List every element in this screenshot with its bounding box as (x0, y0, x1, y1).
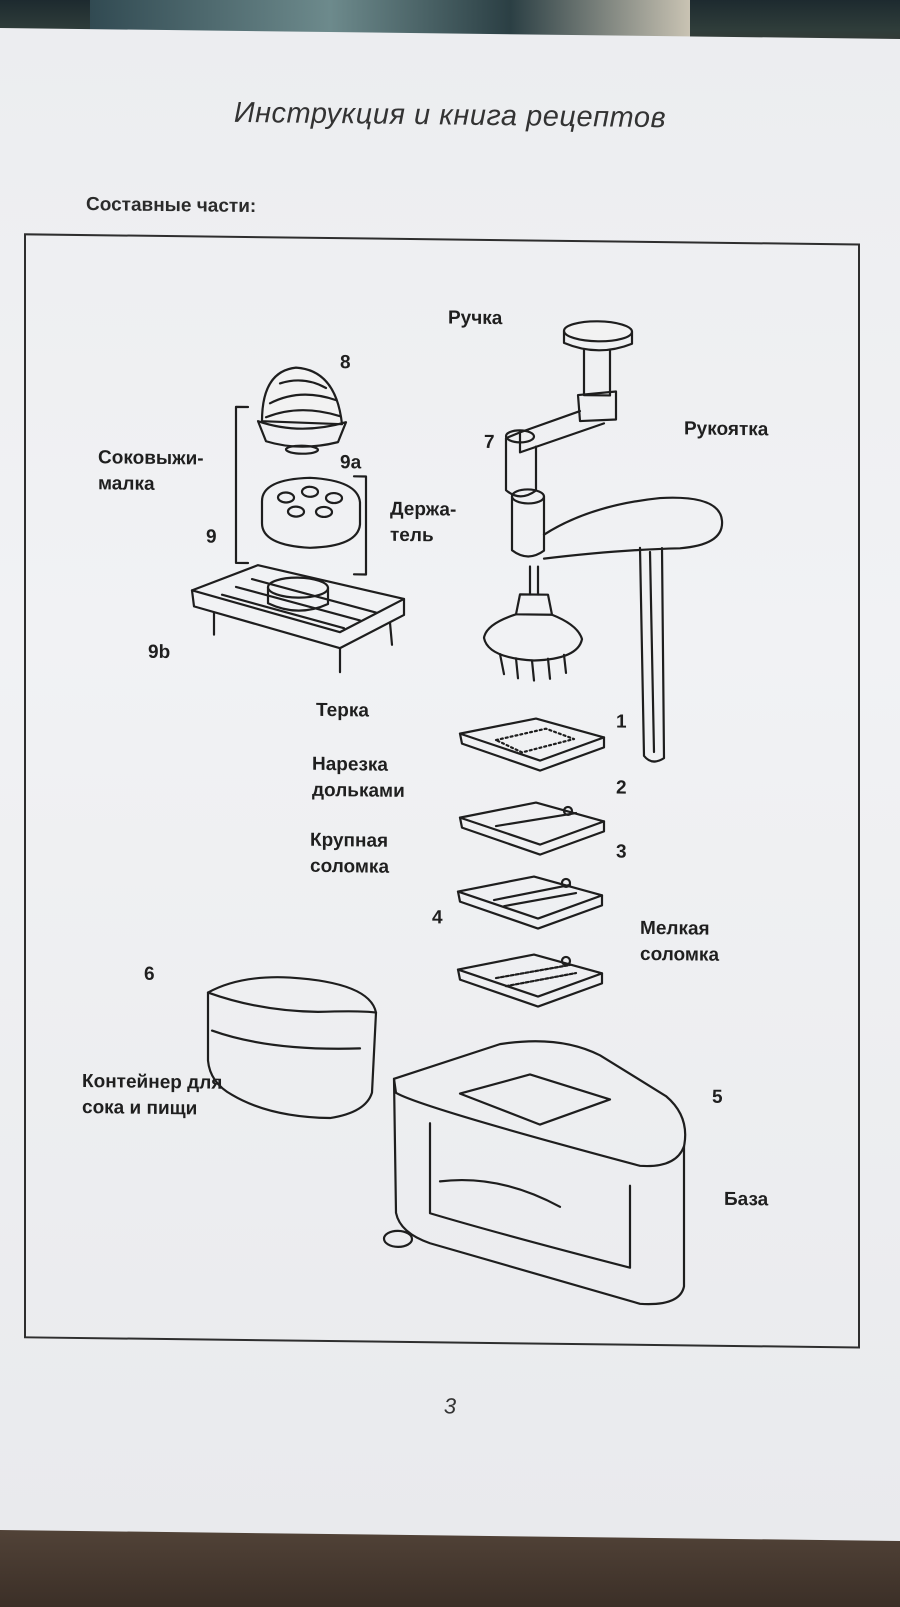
number-8: 8 (340, 352, 351, 374)
number-5: 5 (712, 1086, 723, 1108)
coarse-julienne-blade-drawing (458, 876, 602, 930)
manual-page: Инструкция и книга рецептов Составные ча… (0, 28, 900, 1541)
label-fine-julienne: Мелкая соломка (640, 917, 720, 966)
label-slices: Нарезка дольками (312, 753, 405, 802)
fine-julienne-blade-drawing (458, 954, 602, 1008)
holder-drawing (262, 477, 360, 548)
slicing-blade-drawing (460, 802, 604, 856)
label-base: База (724, 1188, 769, 1211)
label-container: Контейнер для сока и пищи (82, 1071, 223, 1120)
label-holder: Держа- тель (390, 498, 457, 547)
grater-blade-drawing (460, 718, 604, 772)
tray-drawing (192, 564, 404, 673)
number-4: 4 (432, 907, 443, 929)
number-3: 3 (616, 841, 627, 863)
container-drawing (208, 976, 376, 1118)
number-9b: 9b (148, 641, 171, 664)
pusher-drawing (484, 566, 582, 681)
label-grater: Терка (316, 699, 369, 722)
label-juicer: Соковыжи- малка (98, 447, 204, 495)
number-2: 2 (616, 777, 627, 799)
number-7: 7 (484, 431, 495, 454)
parts-illustration (0, 28, 900, 1539)
label-coarse-julienne: Крупная соломка (310, 829, 390, 878)
juicer-cone-drawing (258, 367, 346, 454)
number-9a: 9a (340, 452, 362, 474)
base-drawing (384, 1039, 685, 1304)
number-9: 9 (206, 526, 217, 548)
number-6: 6 (144, 963, 155, 985)
label-handle: Ручка (448, 307, 503, 330)
number-1: 1 (616, 711, 627, 733)
handle-drawing (506, 320, 632, 498)
juicer-bracket (236, 407, 248, 563)
holder-bracket (354, 476, 366, 574)
crank-drawing (512, 489, 722, 762)
label-crank: Рукоятка (684, 418, 769, 441)
